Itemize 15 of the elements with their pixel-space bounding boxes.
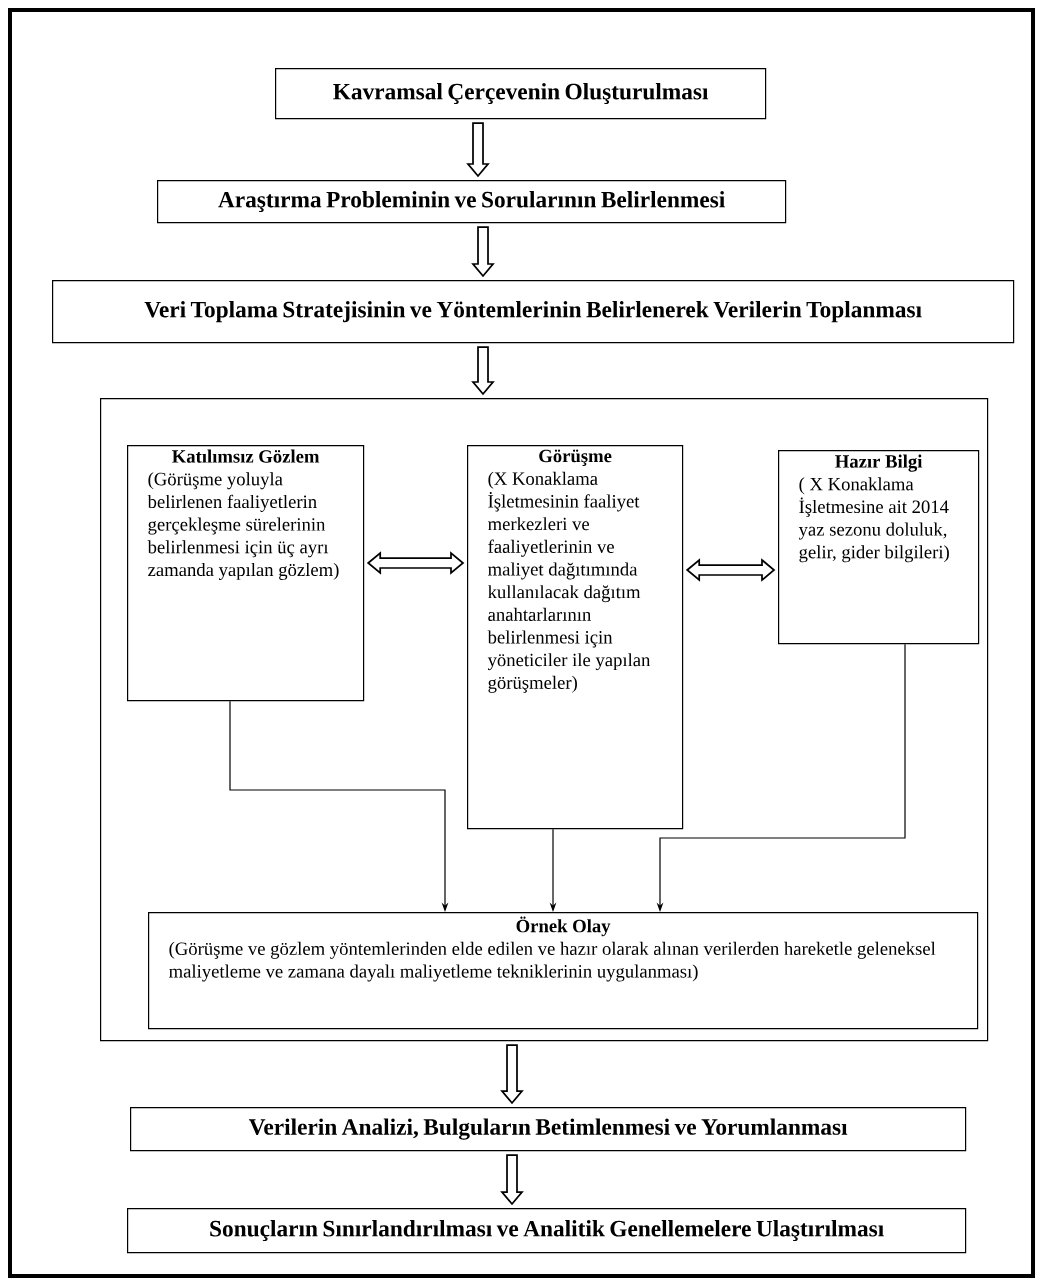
hollow-arrow xyxy=(500,1044,524,1105)
hollow-arrow xyxy=(471,226,495,278)
hollow-arrow xyxy=(500,1154,524,1206)
method-box: Örnek Olay (Görüşme ve gözlem yöntemlerinden elde edilen ve hazır olarak alınan verilerden hareketle geleneksel maliyetleme ve zamana dayalı maliyetleme tekniklerinin uygulanması) xyxy=(148,912,979,1030)
step-box: Veri Toplama Stratejisinin ve Yöntemlerinin Belirlenerek Verilerin Toplanması xyxy=(52,280,1015,344)
hollow-arrow xyxy=(471,346,495,396)
step-box: Araştırma Probleminin ve Sorularının Belirlenmesi xyxy=(157,180,787,224)
method-box: Görüşme (X Konaklama İşletmesinin faaliyet merkezleri ve faaliyetlerinin ve maliyet dağıtımında kullanılacak dağıtım anahtarlarının belirlenmesi için yöneticiler ile yapılan görüşmeler) xyxy=(467,445,684,830)
method-box: Katılımsız Gözlem (Görüşme yoluyla belirlenen faaliyetlerin gerçekleşme sürelerinin belirlenmesi için üç ayrı zamanda yapılan gözlem) xyxy=(127,445,365,702)
group-box xyxy=(100,398,989,1042)
step-box: Sonuçların Sınırlandırılması ve Analitik Genellemelere Ulaştırılması xyxy=(127,1208,967,1254)
step-box: Verilerin Analizi, Bulguların Betimlenmesi ve Yorumlanması xyxy=(130,1107,967,1152)
method-box: Hazır Bilgi ( X Konaklama İşletmesine ait 2014 yaz sezonu doluluk, gelir, gider bilgileri) xyxy=(778,450,980,645)
step-box: Kavramsal Çerçevenin Oluşturulması xyxy=(275,68,767,120)
hollow-arrow xyxy=(466,122,490,178)
